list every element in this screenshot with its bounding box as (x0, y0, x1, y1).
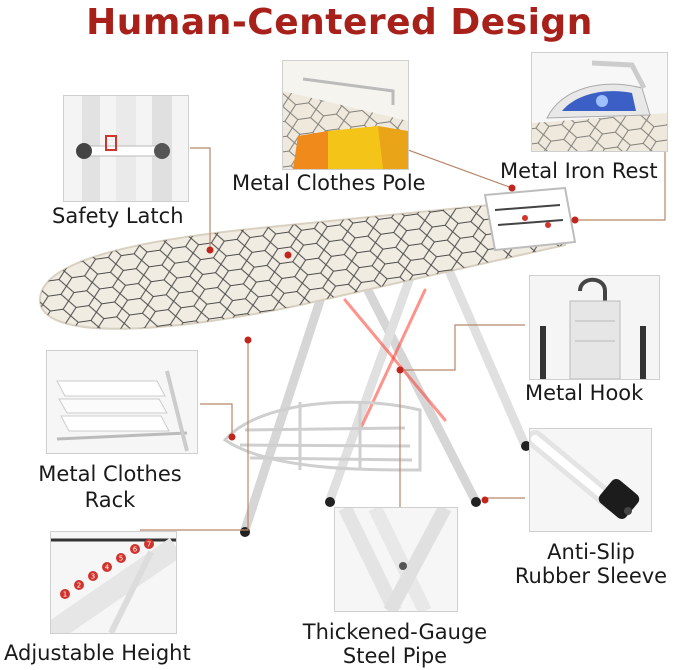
anti-slip-thumbnail (529, 428, 652, 532)
lower-rack (222, 400, 422, 472)
adjustable-height-thumbnail: 1 2 3 4 5 6 7 (50, 531, 177, 634)
board-legs (240, 245, 531, 537)
height-marker-2-text: 2 (77, 582, 81, 590)
height-marker-3: 3 (88, 571, 98, 581)
page-title: Human-Centered Design (86, 2, 593, 43)
safety-latch-label: Safety Latch (52, 204, 184, 228)
metal-iron-rest-thumbnail (531, 52, 668, 152)
metal-clothes-rack-label-line1: Metal Clothes (38, 462, 182, 486)
height-marker-3-text: 3 (91, 573, 95, 581)
metal-clothes-pole-label: Metal Clothes Pole (232, 171, 426, 195)
height-marker-2: 2 (74, 580, 84, 590)
height-marker-4: 4 (102, 562, 112, 572)
metal-hook-label: Metal Hook (525, 381, 644, 405)
adjustable-height-label: Adjustable Height (4, 641, 191, 665)
height-marker-5: 5 (116, 553, 126, 563)
height-marker-5-text: 5 (119, 555, 123, 563)
height-marker-1-text: 1 (63, 591, 67, 599)
metal-clothes-pole-thumbnail (282, 60, 409, 170)
anti-slip-label-line1: Anti-Slip (547, 540, 635, 564)
board-top (38, 186, 577, 330)
height-marker-6: 6 (130, 544, 140, 554)
metal-clothes-rack-label-line2: Rack (84, 488, 136, 512)
height-marker-7: 7 (144, 539, 154, 549)
height-marker-4-text: 4 (105, 564, 110, 572)
metal-iron-rest-label: Metal Iron Rest (500, 159, 658, 183)
steel-pipe-label-line1: Thickened-Gauge (302, 620, 488, 644)
height-marker-6-text: 6 (133, 546, 138, 554)
callout-dots (206, 184, 579, 504)
metal-clothes-rack-thumbnail (46, 350, 198, 454)
steel-pipe-thumbnail (334, 507, 458, 612)
height-marker-7-text: 7 (147, 541, 151, 549)
height-markers: 1 2 3 4 5 6 7 (60, 539, 154, 599)
height-marker-1: 1 (60, 589, 70, 599)
safety-latch-thumbnail (63, 95, 189, 202)
steel-pipe-label-line2: Steel Pipe (342, 644, 448, 668)
anti-slip-label-line2: Rubber Sleeve (514, 564, 668, 588)
metal-hook-thumbnail (529, 275, 660, 380)
